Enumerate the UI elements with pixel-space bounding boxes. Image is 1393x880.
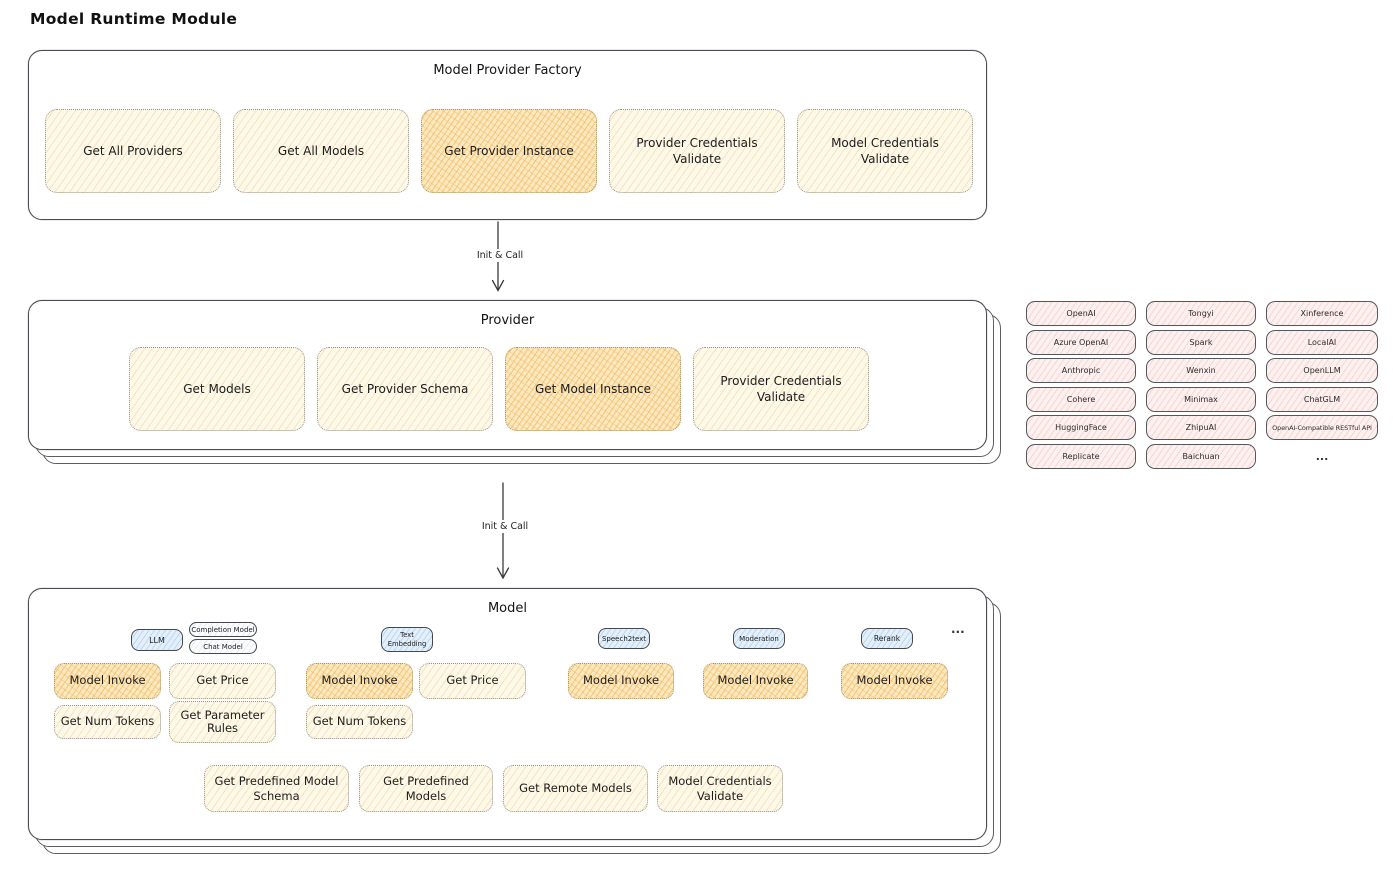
catalog-item-xinference: Xinference <box>1266 301 1378 326</box>
tabs-more-ellipsis: ... <box>951 622 965 636</box>
catalog-item-huggingface: HuggingFace <box>1026 415 1136 440</box>
catalog-item-wenxin: Wenxin <box>1146 358 1256 383</box>
model-op-embedding-get-price: Get Price <box>419 663 526 699</box>
model-op-model-credentials-validate: Model Credentials Validate <box>657 765 783 812</box>
model-op-embedding-model-invoke: Model Invoke <box>306 663 413 699</box>
provider-node-provider-credentials-validate: Provider Credentials Validate <box>693 347 869 431</box>
tab-moderation: Moderation <box>733 628 785 649</box>
factory-node-provider-credentials-validate: Provider Credentials Validate <box>609 109 785 193</box>
provider-card-title: Provider <box>480 313 535 328</box>
factory-node-model-credentials-validate: Model Credentials Validate <box>797 109 973 193</box>
provider-catalog: OpenAI Tongyi Xinference Azure OpenAI Sp… <box>1026 301 1378 469</box>
catalog-item-anthropic: Anthropic <box>1026 358 1136 383</box>
factory-card-title: Model Provider Factory <box>433 63 582 78</box>
model-card-title: Model <box>487 601 528 616</box>
factory-ops-row: Get All Providers Get All Models Get Pro… <box>45 109 973 193</box>
catalog-item-localai: LocalAI <box>1266 329 1378 355</box>
tab-text-embedding: Text Embedding <box>381 627 433 652</box>
tab-completion-model: Completion Model <box>189 622 257 637</box>
catalog-item-cohere: Cohere <box>1026 386 1136 412</box>
catalog-item-openai-compatible-restful-api: OpenAI-Compatible RESTful API <box>1266 415 1378 440</box>
tab-llm: LLM <box>131 629 183 651</box>
model-op-get-predefined-model-schema: Get Predefined Model Schema <box>204 765 349 812</box>
model-op-rerank-model-invoke: Model Invoke <box>841 663 948 699</box>
catalog-item-azure-openai: Azure OpenAI <box>1026 329 1136 355</box>
catalog-item-chatglm: ChatGLM <box>1266 386 1378 412</box>
factory-node-get-provider-instance: Get Provider Instance <box>421 109 597 193</box>
model-op-moderation-model-invoke: Model Invoke <box>703 663 808 699</box>
model-op-llm-get-parameter-rules: Get Parameter Rules <box>169 701 276 743</box>
provider-node-get-provider-schema: Get Provider Schema <box>317 347 493 431</box>
provider-card: Provider Get Models Get Provider Schema … <box>28 300 987 450</box>
tab-chat-model: Chat Model <box>189 639 257 654</box>
factory-node-get-all-models: Get All Models <box>233 109 409 193</box>
catalog-item-minimax: Minimax <box>1146 386 1256 412</box>
tab-speech2text: Speech2text <box>598 628 650 649</box>
factory-node-get-all-providers: Get All Providers <box>45 109 221 193</box>
catalog-item-baichuan: Baichuan <box>1146 443 1256 469</box>
provider-node-get-models: Get Models <box>129 347 305 431</box>
tab-rerank: Rerank <box>861 628 913 649</box>
arrow-label-init-call-1: Init & Call <box>468 249 532 262</box>
model-op-get-predefined-models: Get Predefined Models <box>359 765 493 812</box>
model-op-llm-get-price: Get Price <box>169 663 276 699</box>
model-op-embedding-get-num-tokens: Get Num Tokens <box>306 705 413 739</box>
catalog-item-openai: OpenAI <box>1026 301 1136 326</box>
provider-node-get-model-instance: Get Model Instance <box>505 347 681 431</box>
model-op-get-remote-models: Get Remote Models <box>503 765 648 812</box>
arrow-label-init-call-2: Init & Call <box>473 520 537 533</box>
catalog-item-replicate: Replicate <box>1026 443 1136 469</box>
page-title: Model Runtime Module <box>30 10 238 28</box>
catalog-item-zhipuai: ZhipuAI <box>1146 415 1256 440</box>
catalog-item-openllm: OpenLLM <box>1266 358 1378 383</box>
catalog-item-spark: Spark <box>1146 329 1256 355</box>
model-op-speech2text-model-invoke: Model Invoke <box>568 663 674 699</box>
catalog-item-tongyi: Tongyi <box>1146 301 1256 326</box>
catalog-more-ellipsis: ... <box>1315 449 1329 463</box>
provider-ops-row: Get Models Get Provider Schema Get Model… <box>129 347 869 431</box>
model-card: Model LLM Completion Model Chat Model Te… <box>28 588 987 840</box>
model-op-llm-get-num-tokens: Get Num Tokens <box>54 705 161 739</box>
model-op-llm-model-invoke: Model Invoke <box>54 663 161 699</box>
factory-card: Model Provider Factory Get All Providers… <box>28 50 987 220</box>
